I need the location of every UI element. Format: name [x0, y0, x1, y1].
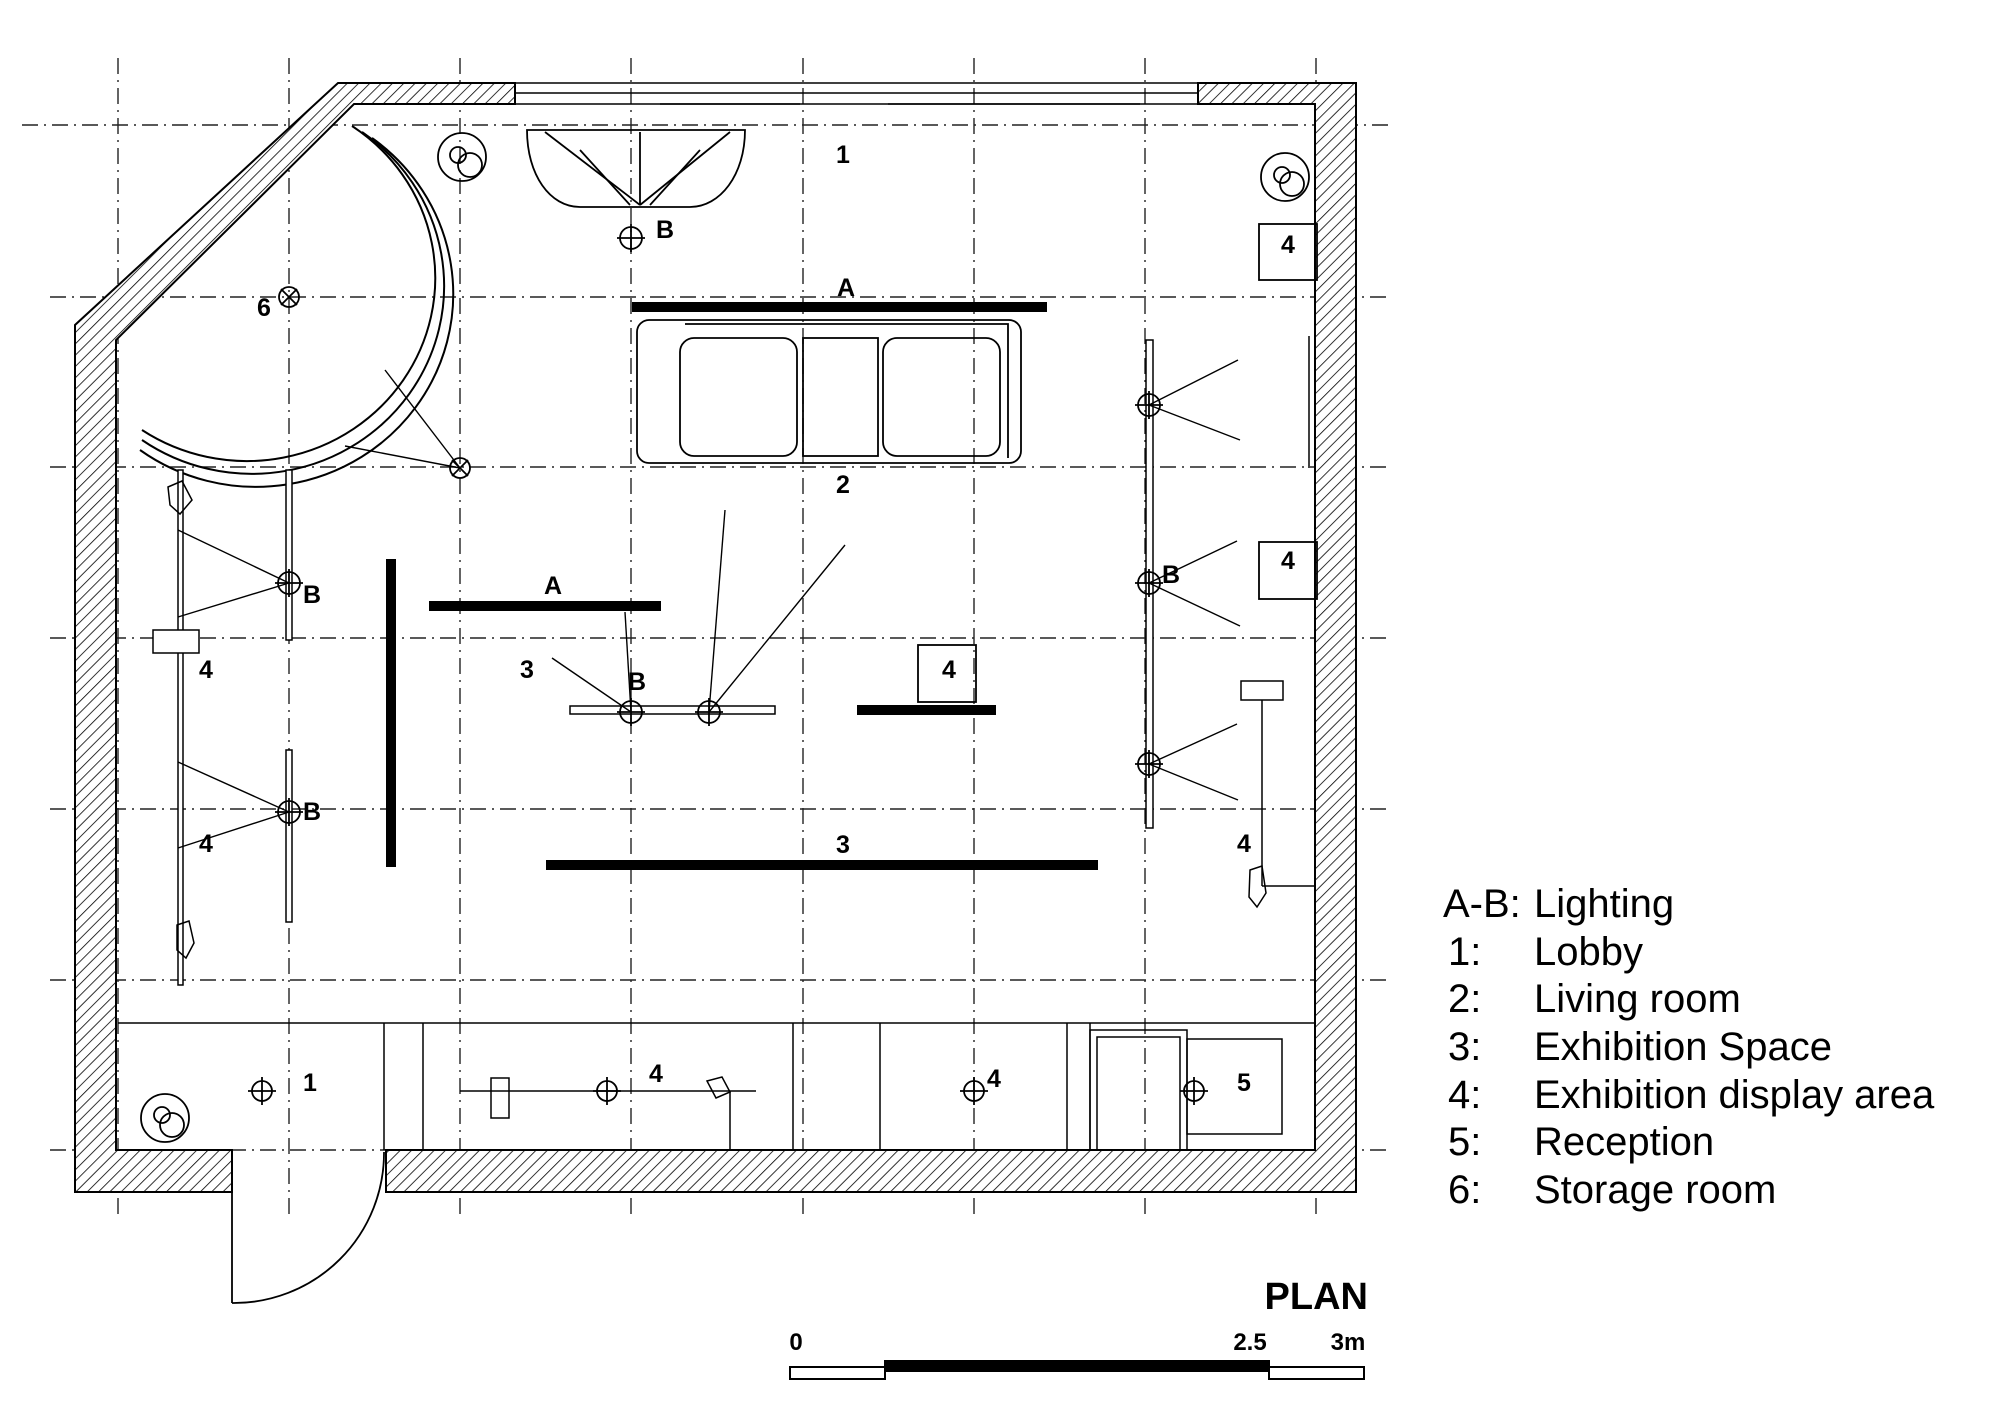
light-fixture-x-icon [449, 457, 471, 479]
legend-text: Storage room [1534, 1168, 1776, 1212]
light-fixture-icon [275, 798, 303, 826]
legend-code: 2: [1448, 977, 1481, 1021]
label-lighting-b-left-upper: B [303, 581, 321, 609]
label-display-bottom-center: 4 [649, 1060, 663, 1088]
label-lighting-b-center: B [628, 668, 646, 696]
legend-text: Reception [1534, 1120, 1714, 1164]
legend-code: 6: [1448, 1168, 1481, 1212]
label-lighting-a-left: A [544, 572, 562, 600]
scale-mid: 2.5 [1233, 1329, 1266, 1356]
legend-text: Exhibition Space [1534, 1025, 1832, 1069]
legend-text: Living room [1534, 977, 1741, 1021]
label-exhibition-left: 3 [520, 656, 534, 684]
label-display-right-lower: 4 [1237, 830, 1251, 858]
light-fixture-icon [275, 569, 303, 597]
label-display-bottom-right: 4 [987, 1065, 1001, 1093]
light-fixture-icon [617, 698, 645, 726]
scale-bar: 0 2.5 3m [789, 1329, 1366, 1380]
display-boxes [917, 223, 1318, 703]
legend-code: 3: [1448, 1025, 1481, 1069]
label-living: 2 [836, 471, 850, 499]
plant-icon [140, 1093, 190, 1143]
scale-end: 3m [1331, 1329, 1366, 1356]
legend-text: Lighting [1534, 882, 1674, 926]
scale-start: 0 [789, 1329, 802, 1356]
light-fixture-icon [960, 1077, 988, 1105]
legend: A-B: Lighting 1: Lobby 2: Living room 3:… [1443, 882, 1935, 1212]
display-panels [386, 302, 1098, 870]
label-lobby-bottom: 1 [303, 1069, 317, 1097]
label-storage: 6 [257, 294, 271, 322]
label-display-left-lower: 4 [199, 830, 213, 858]
plant-icon [1260, 152, 1310, 202]
light-fixtures [248, 224, 1208, 1105]
label-exhibition-bottom: 3 [836, 831, 850, 859]
label-lighting-a-top: A [837, 274, 855, 302]
label-lobby-top: 1 [836, 141, 850, 169]
legend-text: Lobby [1534, 930, 1643, 974]
label-display-left-upper: 4 [199, 656, 213, 684]
small-objects [167, 480, 1267, 1099]
label-lighting-b-top: B [656, 216, 674, 244]
plan-title: PLAN [1265, 1276, 1368, 1318]
top-windows [514, 82, 1199, 105]
label-display-center: 4 [942, 656, 956, 684]
light-beams [177, 359, 1241, 849]
light-fixture-icon [1135, 750, 1163, 778]
label-display-top-right: 4 [1281, 231, 1295, 259]
label-lighting-b-right: B [1162, 561, 1180, 589]
plant-icon [437, 132, 487, 182]
label-display-right: 4 [1281, 547, 1295, 575]
legend-code: A-B: [1443, 882, 1521, 926]
legend-code: 1: [1448, 930, 1481, 974]
storage-room-wall [139, 125, 455, 488]
light-fixture-icon [617, 224, 645, 252]
label-reception: 5 [1237, 1069, 1251, 1097]
light-fixture-x-icon [278, 286, 300, 308]
legend-code: 5: [1448, 1120, 1481, 1164]
thin-panels [152, 339, 1315, 986]
grid-lines [22, 58, 1390, 1220]
light-fixture-icon [1135, 391, 1163, 419]
lobby-console [526, 129, 746, 208]
light-fixture-icon [248, 1077, 276, 1105]
legend-text: Exhibition display area [1534, 1073, 1935, 1117]
legend-code: 4: [1448, 1073, 1481, 1117]
light-fixture-icon [695, 698, 723, 726]
plan-labels: 1 B A 6 2 A B B B B 3 3 4 4 4 4 4 4 4 4 … [199, 141, 1295, 1097]
light-fixture-icon [1135, 569, 1163, 597]
plants [140, 132, 1310, 1143]
light-fixture-icon [1180, 1077, 1208, 1105]
bottom-counters [118, 1022, 1315, 1151]
label-lighting-b-left-lower: B [303, 798, 321, 826]
entrance-door [231, 1150, 385, 1304]
sofa [636, 319, 1022, 464]
